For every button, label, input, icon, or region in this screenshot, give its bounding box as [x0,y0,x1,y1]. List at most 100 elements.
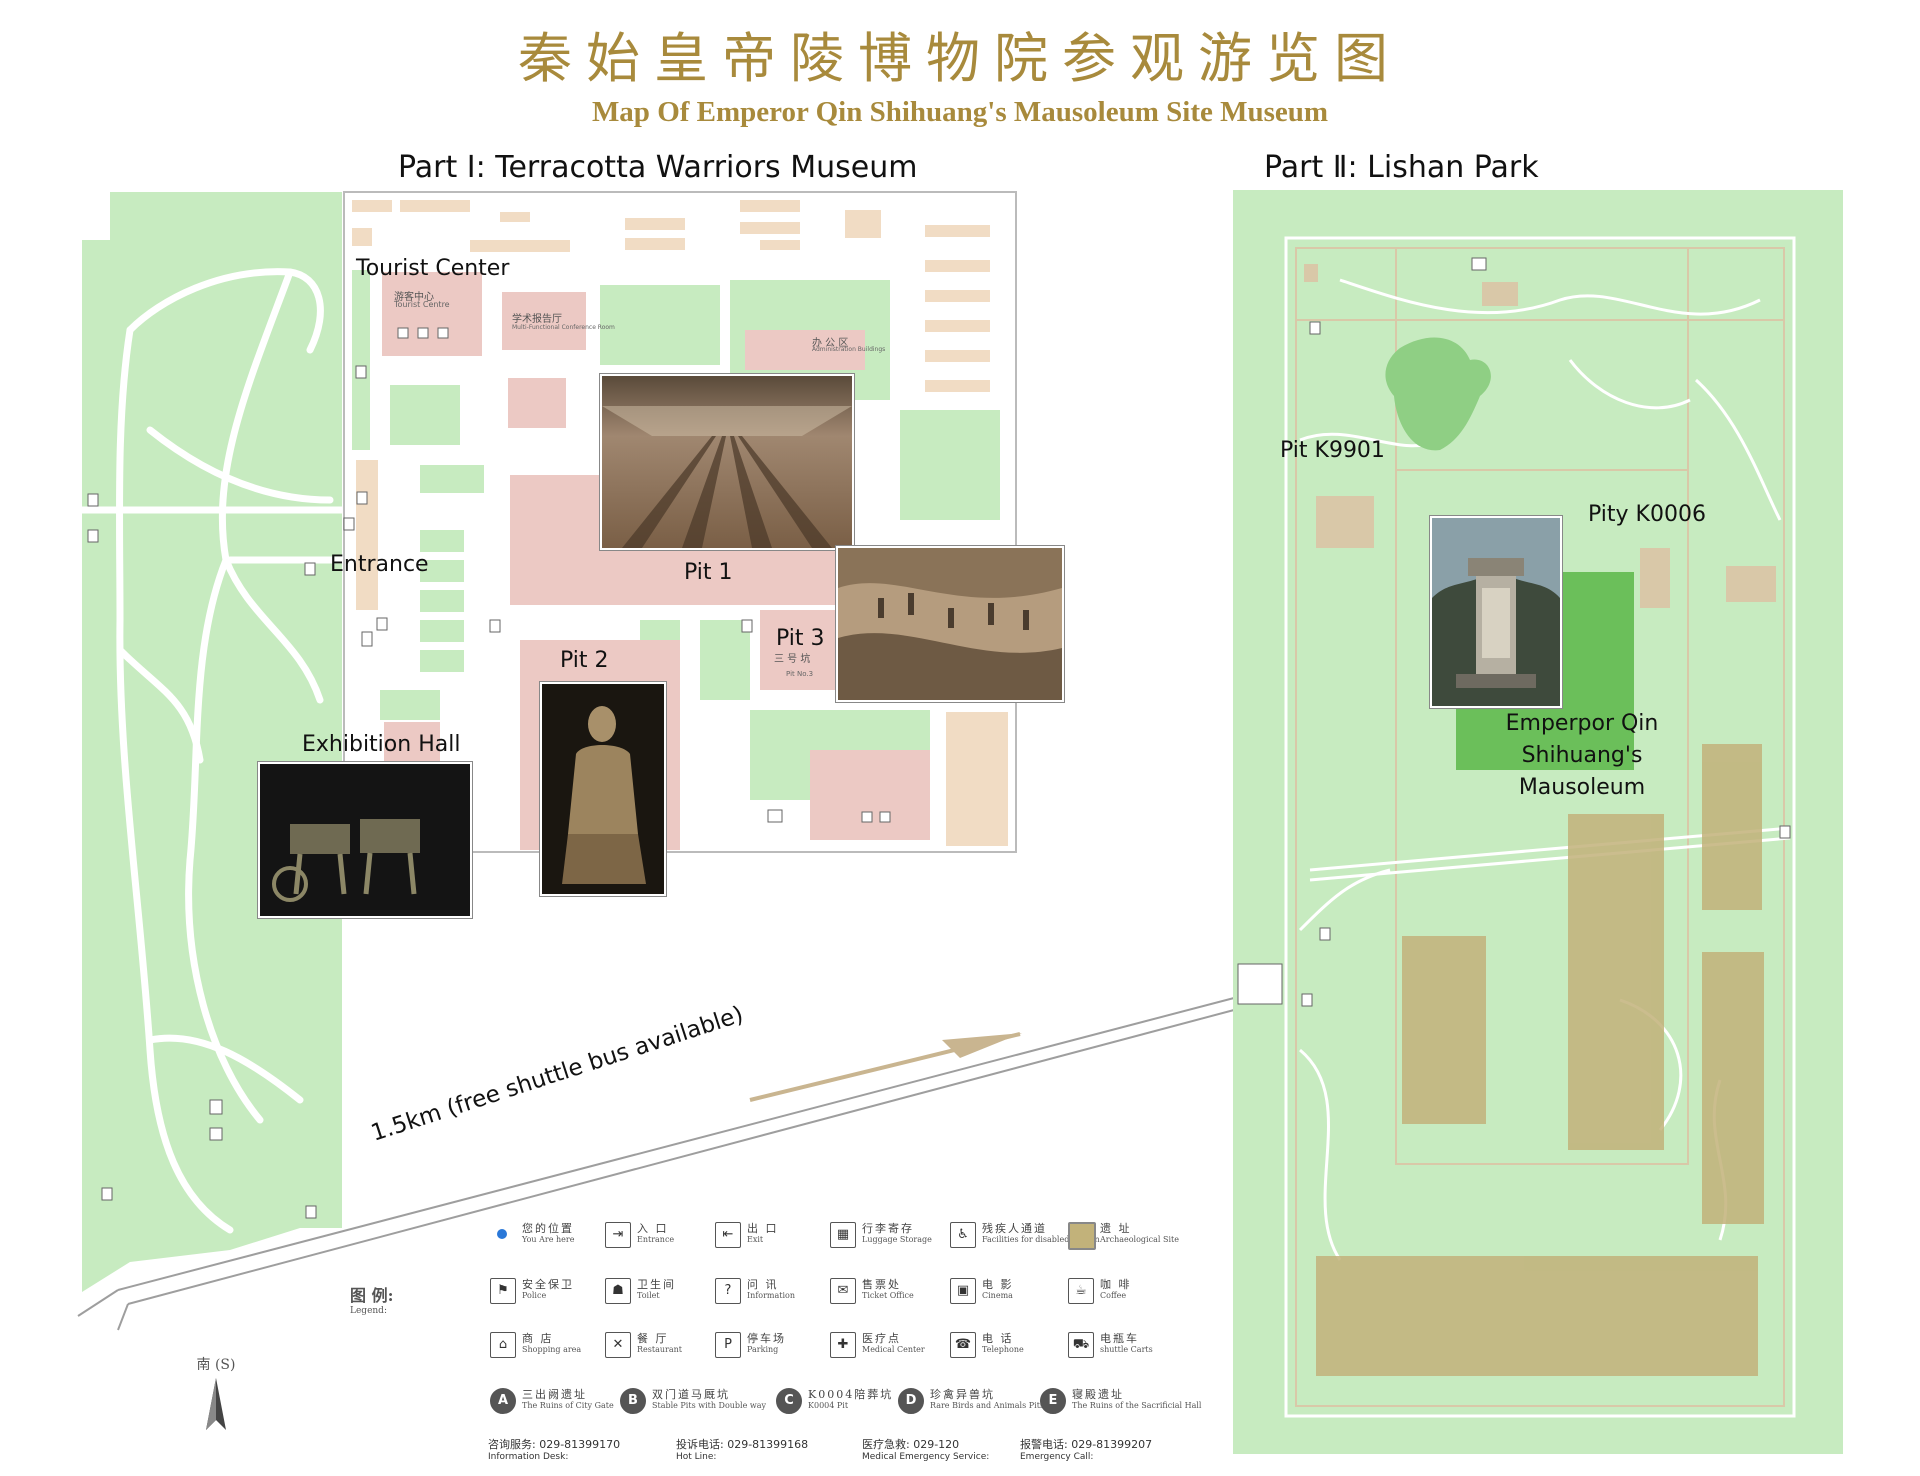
luggage-icon: ▦ [830,1222,856,1248]
label-tourist-center-cn: 游客中心 [394,292,434,303]
legend-item-label-cn: 问 讯 [747,1278,779,1291]
label-pit-k9901: Pit K9901 [1280,438,1385,463]
legend-item-label-en: Shopping area [522,1345,582,1354]
legend-item-label-en: Rare Birds and Animals Pits [930,1401,1045,1410]
legend-item-label-cn: 餐 厅 [637,1332,669,1345]
coffee-icon: ☕ [1068,1278,1094,1304]
pit2-photo [540,682,666,896]
label-lecture-en: Multi-Functional Conference Room [512,324,615,331]
legend-item-label-cn: 您的位置 [522,1222,574,1235]
exhibition-hall-photo [258,762,472,918]
legend-item-label-cn: 寝殿遗址 [1072,1388,1124,1401]
part1-title: Part Ⅰ: Terracotta Warriors Museum [398,150,918,185]
legend-item-label-cn: 停车场 [747,1332,786,1345]
phone-label-en: Medical Emergency Service: [862,1452,990,1462]
telephone-icon: ☎ [950,1332,976,1358]
legend-item-label-cn: 珍禽异兽坑 [930,1388,995,1401]
legend-title-cn: 图 例: [350,1286,394,1305]
label-tourist-center: Tourist Center [356,256,510,281]
label-exhibition-hall: Exhibition Hall [302,732,461,757]
legend-item-label-cn: 行李寄存 [862,1222,914,1235]
entrance-icon: ⇥ [605,1222,631,1248]
legend-title-en: Legend: [350,1306,387,1316]
label-admin-en: Administration Buildings [812,346,886,353]
legend-item-label-en: The Ruins of City Gate [522,1401,614,1410]
mausoleum-photo [1430,516,1562,708]
legend-item-label-en: The Ruins of the Sacrificial Hall [1072,1401,1202,1410]
legend-item-label-en: Entrance [637,1235,675,1244]
label-pit-k0006: Pity K0006 [1588,502,1706,527]
exit-icon: ⇤ [715,1222,741,1248]
legend-item-label-cn: 电瓶车 [1100,1332,1139,1345]
legend-item-label-cn: 咖 啡 [1100,1278,1132,1291]
outer-wall [1284,236,1796,1418]
legend-item-label-en: Information [747,1291,796,1300]
inner-wall [1395,469,1689,1165]
site-b-icon: B [620,1388,646,1414]
label-pit3-en: Pit No.3 [786,670,814,678]
label-pit2: Pit 2 [560,648,609,673]
legend-item-label-en: Telephone [982,1345,1024,1354]
cart-icon: ⛟ [1068,1332,1094,1358]
legend-item-label-en: Stable Pits with Double way [652,1401,767,1410]
label-tourist-center-en: Tourist Centre [394,300,450,309]
info-icon: ? [715,1278,741,1304]
phone-number: 咨询服务: 029-81399170 [488,1438,621,1451]
cinema-icon: ▣ [950,1278,976,1304]
ticket-icon: ✉ [830,1278,856,1304]
map-small-icons [87,327,891,1219]
legend-item-label-en: Restaurant [637,1345,682,1354]
legend-item-label-cn: 卫生间 [637,1278,676,1291]
legend-item-label-en: Facilities for disabled person [982,1235,1100,1244]
legend-item-label-cn: 出 口 [747,1222,779,1235]
legend-item-label-en: Luggage Storage [862,1235,932,1244]
legend-item-label-cn: 入 口 [637,1222,669,1235]
parking-icon: P [715,1332,741,1358]
legend-title: 图 例: Legend: [350,1282,393,1316]
legend-item-label-cn: 电 话 [982,1332,1014,1345]
legend-item-label-en: Exit [747,1235,764,1244]
label-mausoleum: Emperpor Qin Shihuang's Mausoleum [1505,711,1659,800]
site-c-icon: C [776,1388,802,1414]
direction-arrowhead [942,1033,1022,1058]
site-a-icon: A [490,1388,516,1414]
phone-number: 医疗急救: 029-120 [862,1438,960,1451]
legend-item-label-cn: 商 店 [522,1332,554,1345]
label-pit3-cn: 三 号 坑 [774,654,811,665]
legend-item-label-cn: 安全保卫 [522,1278,574,1291]
shuttle-road [77,997,1235,1331]
phone-number: 投诉电话: 029-81399168 [676,1438,809,1451]
site-e-icon: E [1040,1388,1066,1414]
part2-title: Part Ⅱ: Lishan Park [1264,150,1539,185]
shop-icon: ⌂ [490,1332,516,1358]
label-pit1: Pit 1 [684,560,733,585]
legend-item-label-en: Coffee [1100,1291,1127,1300]
police-icon: ⚑ [490,1278,516,1304]
legend-item-label-en: shuttle Carts [1100,1345,1153,1354]
phone-number: 报警电话: 029-81399207 [1020,1438,1153,1451]
phone-label-en: Hot Line: [676,1452,717,1462]
legend-item-label-en: Toilet [637,1291,660,1300]
site-icon [1068,1222,1096,1250]
part2-map [1233,190,1843,1454]
